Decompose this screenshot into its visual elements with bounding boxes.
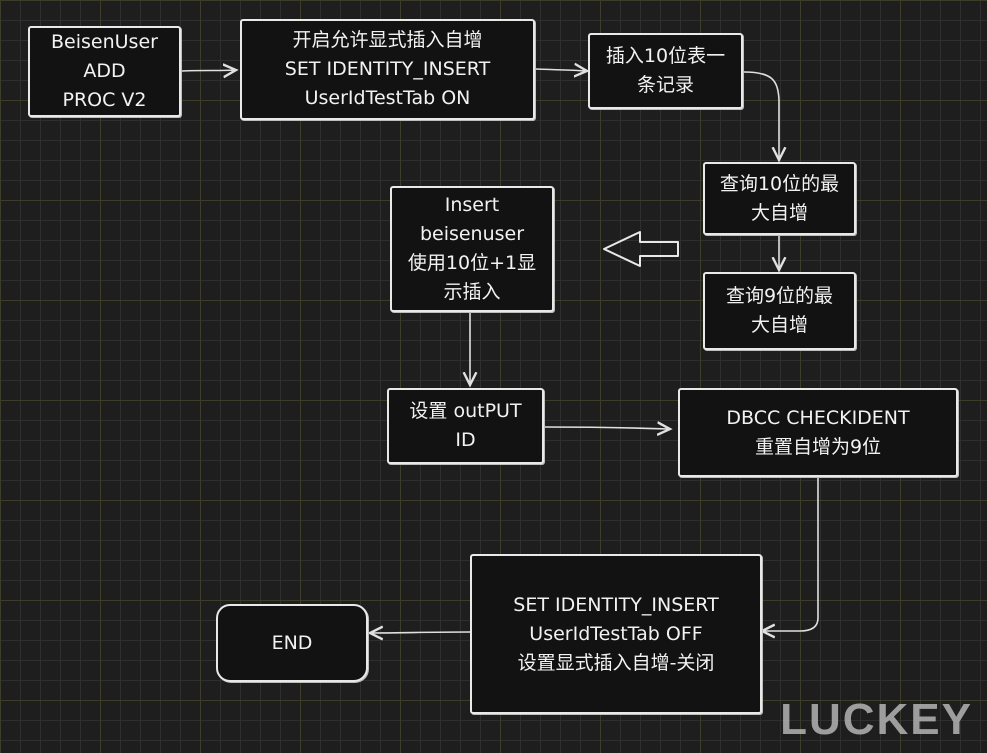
node-disable-line: 设置显式插入自增-关闭 [517, 651, 715, 674]
node-query10-line: 查询10位的最 [719, 172, 840, 195]
node-insert-line: 条记录 [636, 74, 694, 96]
arrow-start-to-enable [181, 70, 236, 71]
node-disable-identity-insert: SET IDENTITY_INSERT UserIdTestTab OFF 设置… [470, 554, 762, 714]
node-enable-line: UserIdTestTab ON [304, 87, 471, 109]
node-start: BeisenUser ADD PROC V2 [28, 26, 181, 117]
node-enable-line: SET IDENTITY_INSERT [284, 58, 491, 80]
block-arrow-left [603, 231, 679, 267]
node-start-line: ADD [83, 60, 126, 82]
node-query-9-max-identity: 查询9位的最 大自增 [703, 272, 856, 350]
node-insertuser-line: Insert [444, 194, 500, 216]
node-start-line: BeisenUser [51, 31, 158, 53]
node-insert-record: 插入10位表一 条记录 [588, 33, 743, 109]
arrow-enable-to-insert [535, 69, 587, 71]
node-query9-line: 查询9位的最 [725, 285, 834, 307]
node-end-label: END [271, 631, 313, 654]
arrow-disable-to-end [370, 632, 471, 633]
arrow-dbcc-to-disable [762, 476, 819, 631]
node-insert-line: 插入10位表一 [605, 45, 726, 67]
node-output-line: ID [455, 429, 476, 451]
node-end: END [216, 604, 368, 682]
node-dbcc-line: DBCC CHECKIDENT [726, 406, 910, 429]
node-set-output-id: 设置 outPUT ID [387, 388, 544, 464]
node-output-line: 设置 outPUT [409, 400, 522, 422]
node-query10-line: 大自增 [750, 201, 808, 224]
node-insertuser-line: beisenuser [419, 223, 525, 245]
node-insertuser-line: 示插入 [443, 281, 501, 303]
node-disable-line: SET IDENTITY_INSERT [513, 593, 719, 616]
node-start-line: PROC V2 [62, 89, 147, 111]
node-dbcc-line: 重置自增为9位 [754, 435, 882, 458]
watermark-text: LUCKEY [780, 695, 973, 744]
node-insertuser-line: 使用10位+1显 [407, 252, 537, 274]
node-disable-line: UserIdTestTab OFF [529, 622, 703, 645]
arrow-insert-to-query10 [743, 71, 779, 160]
arrow-output-to-dbcc [544, 427, 670, 429]
node-query-10-max-identity: 查询10位的最 大自增 [703, 162, 856, 235]
node-enable-line: 开启允许显式插入自增 [292, 29, 483, 51]
node-insert-beisenuser: Insert beisenuser 使用10位+1显 示插入 [390, 186, 554, 312]
node-dbcc-checkident: DBCC CHECKIDENT 重置自增为9位 [678, 388, 958, 477]
node-enable-identity-insert: 开启允许显式插入自增 SET IDENTITY_INSERT UserIdTes… [240, 19, 535, 120]
node-query9-line: 大自增 [750, 314, 808, 336]
